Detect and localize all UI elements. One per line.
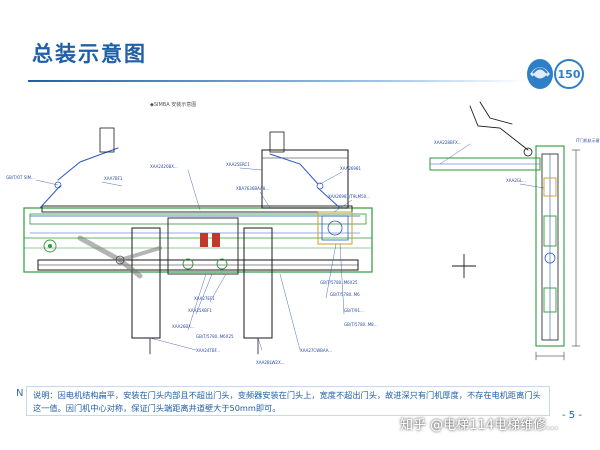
label-l14: GB/T/91... — [344, 308, 364, 313]
label-l10: XAA27EF1 — [194, 296, 215, 301]
watermark: 知乎 @电梯114电梯维修... — [400, 418, 559, 433]
label-l15: GB/T/5780..M8... — [344, 322, 378, 327]
right-door-hanger — [243, 227, 273, 339]
label-l6: XAA26981 — [340, 166, 362, 171]
page-title: 总装示意图 — [32, 42, 147, 66]
label-r1: XAA228BFX... — [434, 140, 462, 145]
label-r2: XAA2GL... — [506, 178, 526, 183]
label-l9: XAA26BX... — [172, 324, 195, 329]
label-l3: XAA2420BX... — [150, 164, 178, 169]
label-l1: GB/T/OT SIM... — [6, 175, 35, 180]
right-assembly: XAA228BFX... XAA2GL... IT门机轨示意 — [429, 101, 600, 361]
label-l8: XAA25XBF1 — [188, 308, 212, 313]
crosshair-icon — [452, 254, 476, 278]
note-marker: N — [16, 388, 24, 399]
door-header-frame — [23, 207, 373, 273]
note-box: 说明：因电机结构扁平，安装在门头内部且不超出门头，变频器安装在门头上，宽度不超出… — [26, 386, 550, 416]
drawing-caption: ◆SIMBA 安装示意图 — [150, 101, 196, 108]
right-caption: IT门机轨示意 — [576, 137, 600, 143]
label-l18: XAA2BLW2X... — [256, 360, 285, 365]
title-underline — [28, 80, 528, 82]
label-l16: GB/T/5780..M6X25 — [196, 334, 234, 339]
left-assembly: GB/T/OT SIM... XAA7BF1 XAA2420BX... XAA2… — [6, 127, 378, 365]
left-door-hanger — [131, 227, 161, 339]
logo-text: 150 — [558, 68, 581, 81]
label-l4: XAA25ERC1 — [226, 162, 250, 167]
note-text: 说明：因电机结构扁平，安装在门头内部且不超出门头，变频器安装在门头上，宽度不超出… — [33, 390, 541, 413]
label-l17: GB/T/5780..M6X25 — [320, 280, 358, 285]
label-l2: XAA7BF1 — [104, 176, 123, 181]
page-number: - 5 - — [562, 410, 582, 421]
company-logo-icon: 150 — [527, 59, 584, 89]
label-l11: XAA24TBF... — [196, 348, 220, 353]
label-l13: GB/T/5780..M6 — [330, 292, 360, 297]
label-l7: XAA26981/T9LM50... — [328, 194, 370, 199]
assembly-drawing: ◆SIMBA 安装示意图 — [6, 101, 600, 365]
label-l5: XBA7636BAA8... — [236, 186, 269, 191]
label-l12: XAA27CWBAA... — [300, 348, 332, 353]
